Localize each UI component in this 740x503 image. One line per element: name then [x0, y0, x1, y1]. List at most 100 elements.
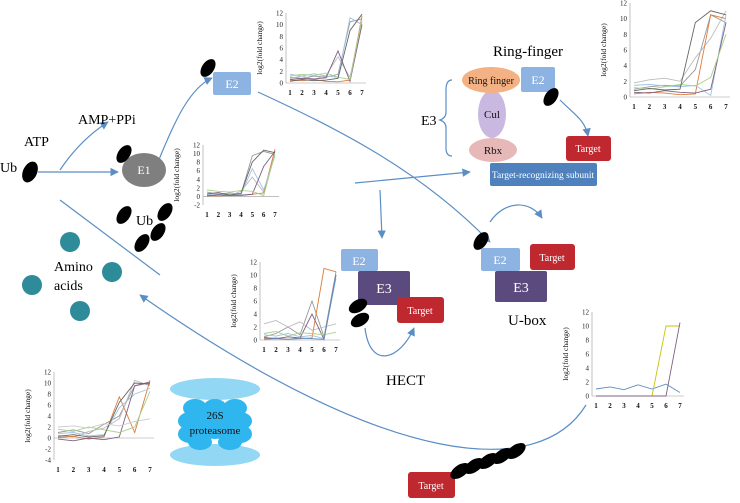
chart-top-y-tick: 0 [280, 80, 284, 88]
e2-hect-label: E2 [352, 254, 365, 268]
ubiquitin-pool [116, 203, 173, 252]
chart-proteasome-series-6 [57, 382, 151, 438]
chart-proteasome-series-1 [57, 379, 151, 438]
chart-top-x-tick: 4 [324, 89, 328, 97]
chart-e1-y-tick: 2 [197, 184, 201, 192]
chart-top-y-tick: 8 [280, 33, 284, 41]
chart-e1-series-5 [206, 153, 276, 197]
chart-top-y-tick: 12 [276, 10, 284, 18]
chart-proteasome-x-tick: 3 [87, 466, 91, 474]
chart-hect-y-tick: 0 [254, 337, 258, 345]
e3-hect-label: E3 [376, 282, 392, 297]
chart-ubox-y-tick: 8 [586, 337, 590, 345]
chart-hect-x-tick: 2 [274, 346, 278, 354]
chart-ubox-series-1 [596, 325, 680, 397]
target-ubox-label: Target [539, 253, 564, 264]
chart-proteasome-y-tick: 4 [48, 413, 52, 421]
chart-ring-y-label: log2(fold change) [599, 23, 608, 77]
ubiquitin-on-e2-ubox [473, 232, 489, 250]
chart-top-series-0 [289, 18, 363, 79]
chart-e1-series-6 [206, 149, 276, 196]
chart-proteasome-y-tick: 0 [48, 435, 52, 443]
e2-top-box [213, 72, 251, 95]
chart-ring-x-tick: 3 [663, 103, 667, 111]
chart-e1-series-2 [206, 149, 276, 197]
ubiquitin-on-e2-ring [543, 88, 559, 106]
ubiquitin-on-hect [348, 298, 370, 328]
chart-hect-y-tick: 6 [254, 298, 258, 306]
ubiquitin-on-e2-top [200, 59, 216, 77]
chart-top-series-1 [289, 21, 363, 80]
e2-top-label: E2 [225, 77, 238, 91]
chart-ubox-y-tick: 2 [586, 379, 590, 387]
arrow-hect-loop [364, 327, 415, 357]
chart-e1-y-tick: 8 [197, 159, 201, 167]
line-amino-acids [59, 199, 161, 276]
ubiquitin-on-e1 [116, 145, 132, 163]
ring-finger-subunit [462, 67, 520, 93]
chart-ubox-y-label: log2(fold change) [561, 327, 570, 381]
ring-finger-label: Ring finger [468, 76, 514, 87]
chart-ring-y-tick: 10 [620, 15, 628, 23]
atp-label: ATP [24, 135, 49, 150]
cul-label: Cul [484, 109, 500, 121]
arrow-split-to-ring [354, 168, 471, 184]
chart-ring-series-4 [633, 22, 727, 94]
chart-e1-series-3 [206, 155, 276, 196]
chart-e1-x-tick: 6 [262, 211, 266, 219]
target-ubox-box [530, 244, 575, 270]
e3-left-label: E3 [421, 114, 437, 129]
target-recognizing-label: Target-recognizing subunit [492, 171, 595, 181]
chart-ring-series-6 [633, 10, 727, 92]
chart-ubox-x-tick: 3 [622, 402, 626, 410]
chart-proteasome-series-2 [57, 380, 151, 440]
chart-ubox-y-tick: 0 [586, 393, 590, 401]
amp-ppi-label: AMP+PPi [78, 113, 136, 128]
chart-e1-y-tick: 6 [197, 167, 201, 175]
chart-top-x-tick: 5 [336, 89, 340, 97]
e2-ring-label: E2 [531, 73, 544, 87]
rbx-subunit [469, 138, 517, 162]
chart-top-y-tick: 4 [280, 56, 284, 64]
chart-proteasome-y-tick: 10 [44, 380, 52, 388]
flow-arrows [38, 77, 591, 450]
chart-ubox-y-tick: 10 [582, 323, 590, 331]
chart-hect-y-tick: 4 [254, 311, 258, 319]
chart-ring-x-tick: 2 [648, 103, 652, 111]
ubiquitin-molecule [22, 161, 38, 183]
chart-hect-y-label: log2(fold change) [229, 274, 238, 328]
chart-hect-y-tick: 8 [254, 285, 258, 293]
chart-hect-x-tick: 4 [298, 346, 302, 354]
chart-hect-y-tick: 10 [250, 272, 258, 280]
chart-hect-y-tick: 2 [254, 324, 258, 332]
chart-ubox-x-tick: 4 [636, 402, 640, 410]
chart-hect-series-5 [263, 331, 337, 337]
chart-hect-x-tick: 3 [286, 346, 290, 354]
chart-ring-x-tick: 4 [678, 103, 682, 111]
e2-ubox-box [481, 248, 520, 271]
target-ring-label: Target [575, 144, 600, 155]
proteasome-label-1: 26S [206, 410, 223, 422]
target-ring-box [566, 136, 611, 161]
target-recognizing-box [490, 163, 597, 186]
chart-top-series-4 [289, 24, 363, 83]
chart-e1-series-4 [206, 151, 276, 197]
e2-ubox-label: E2 [493, 253, 506, 267]
chart-ubox-x-tick: 2 [608, 402, 612, 410]
chart-ring-series-3 [633, 14, 727, 97]
arrow-ubox-loop [489, 204, 543, 223]
chart-ring-series-5 [633, 34, 727, 90]
chart-top-series-3 [289, 16, 363, 78]
chart-e1-x-tick: 7 [273, 211, 277, 219]
chart-top-y-tick: 2 [280, 68, 284, 76]
chart-ring-series-0 [633, 14, 727, 90]
chart-ring-x-tick: 1 [632, 103, 636, 111]
chart-proteasome-y-label: log2(fold change) [23, 389, 32, 443]
e3-bracket [438, 79, 453, 157]
chart-proteasome-y-tick: -2 [45, 446, 51, 454]
e3-ubox-box [495, 271, 547, 302]
